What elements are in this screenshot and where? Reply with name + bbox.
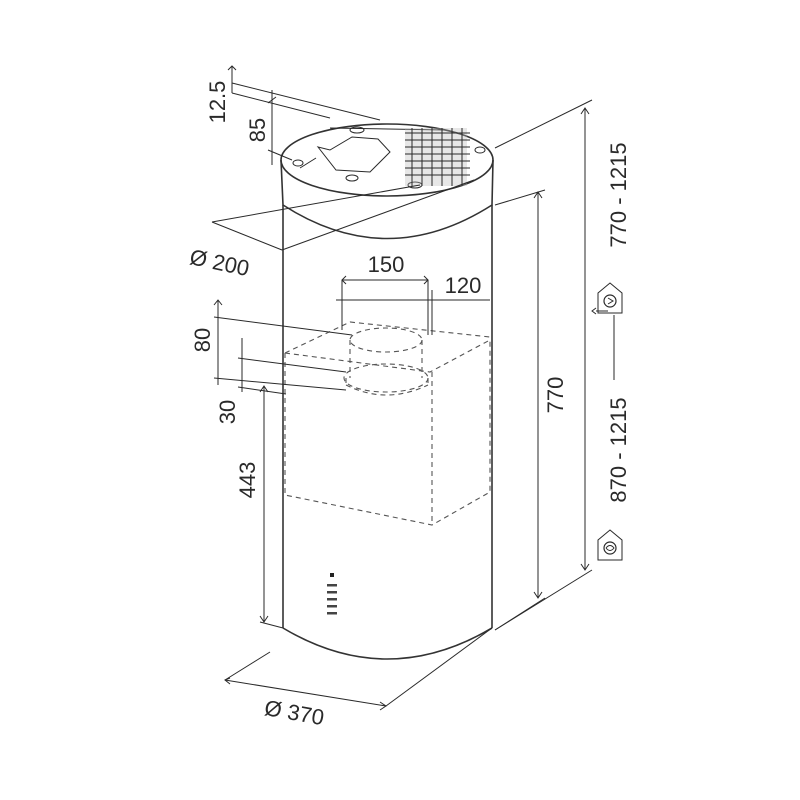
top-opening — [316, 136, 391, 173]
dimension-install-range: 770 - 1215 870 - 1215 — [494, 99, 631, 631]
dim-total-height-label: 770 — [543, 377, 568, 414]
dim-duct-height-label: 80 — [190, 328, 215, 352]
top-ring-band — [280, 159, 494, 240]
hood-body — [280, 123, 494, 660]
outlet-duct — [343, 327, 429, 396]
dimension-outlet: 150 120 — [336, 252, 490, 335]
dim-outlet-120-label: 120 — [445, 273, 482, 298]
dimension-top-ring-height: 85 — [245, 90, 293, 165]
dim-range-extraction-label: 770 - 1215 — [606, 142, 631, 247]
dim-outlet-150-label: 150 — [368, 252, 405, 277]
dimension-body-height: 443 — [235, 385, 284, 629]
dim-duct-offset-label: 30 — [215, 400, 240, 424]
dimension-total-height: 770 — [494, 189, 568, 631]
top-ring-detail — [292, 126, 486, 189]
filter-grid — [405, 128, 470, 186]
dim-body-diameter-label: Ø 370 — [263, 695, 326, 730]
dimension-body-diameter: Ø 370 — [224, 627, 493, 730]
dimension-duct-height: 80 — [190, 299, 353, 391]
dimension-top-gap: 12.5 — [205, 65, 381, 124]
dim-top-diameter-label: Ø 200 — [188, 244, 252, 281]
dimension-duct-offset: 30 — [215, 338, 347, 424]
dimension-top-diameter: Ø 200 — [188, 179, 475, 281]
dim-top-ring-label: 85 — [245, 118, 270, 142]
cylinder-bottom-arc — [282, 627, 493, 660]
dim-top-gap-label: 12.5 — [205, 81, 230, 124]
extraction-house-icon — [591, 282, 623, 315]
control-panel — [327, 573, 337, 615]
dim-body-height-label: 443 — [235, 462, 260, 499]
inner-blower-box — [284, 321, 491, 526]
dim-range-recirculation-label: 870 - 1215 — [606, 397, 631, 502]
recirculation-house-icon — [597, 529, 623, 561]
